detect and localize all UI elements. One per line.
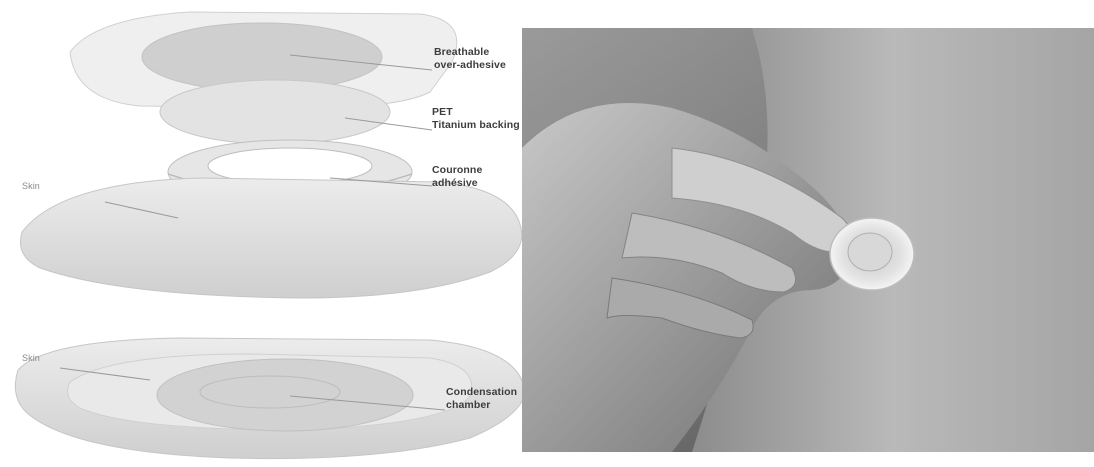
label-over-adhesive-line2: over-adhesive (434, 59, 506, 72)
label-skin-bottom: Skin (22, 352, 40, 365)
applied-patch (830, 218, 914, 290)
label-skin-top: Skin (22, 180, 40, 193)
label-couronne: Couronne adhésive (432, 164, 482, 190)
skin-plate-top (20, 178, 522, 298)
label-couronne-line2: adhésive (432, 177, 482, 190)
label-over-adhesive: Breathable over-adhesive (434, 46, 506, 72)
label-over-adhesive-line1: Breathable (434, 46, 506, 59)
pet-layer (160, 80, 390, 144)
label-couronne-line1: Couronne (432, 164, 482, 177)
label-condensation-line2: chamber (446, 399, 517, 412)
label-condensation: Condensation chamber (446, 386, 517, 412)
label-condensation-line1: Condensation (446, 386, 517, 399)
patch-on-skin-photo (522, 28, 1094, 452)
label-pet: PET Titanium backing (432, 106, 520, 132)
label-pet-line1: PET (432, 106, 520, 119)
label-pet-line2: Titanium backing (432, 119, 520, 132)
